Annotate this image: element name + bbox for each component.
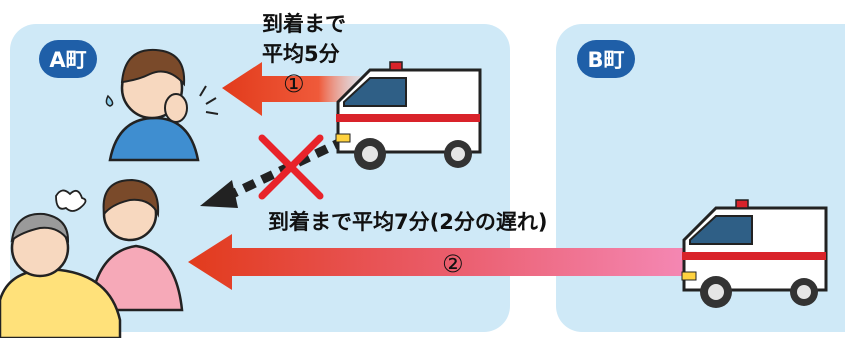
ambulance-a-icon (335, 61, 482, 170)
town-a-badge: A町 (39, 40, 97, 78)
route-2-marker: ② (442, 250, 464, 278)
town-b-badge: B町 (577, 40, 635, 78)
route-1-label-line2: 平均5分 (262, 42, 340, 66)
route-1-marker: ① (283, 70, 305, 98)
arrow-route-2 (188, 234, 700, 290)
patient-and-helper-icon (0, 178, 184, 338)
route-1-label-line1: 到着まで (262, 12, 346, 36)
cross-icon (258, 134, 324, 200)
arrow-route-1 (222, 62, 360, 116)
worried-person-icon (105, 48, 219, 162)
ambulance-b-icon (681, 199, 828, 308)
route-2-label: 到着まで平均7分(2分の遅れ) (268, 210, 548, 234)
